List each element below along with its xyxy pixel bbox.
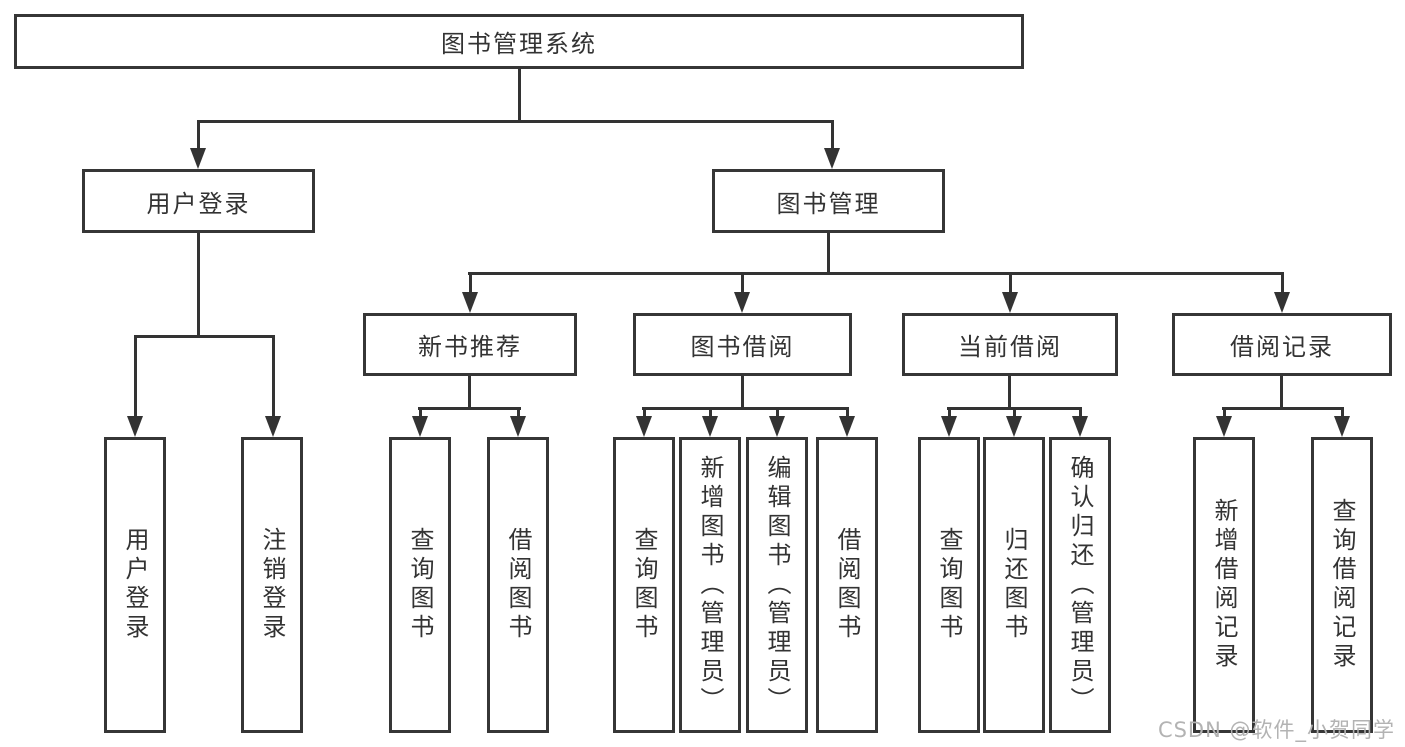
leaf-borrow-books-recommend: 借阅图书 (487, 437, 549, 733)
connector-book-borrowing-stem (741, 376, 744, 410)
leaf-add-borrow-record: 新增借阅记录 (1193, 437, 1255, 733)
arrow-down-icon (734, 272, 751, 313)
leaf-user-login-label: 用户登录 (121, 527, 149, 643)
leaf-borrow-books-borrowing: 借阅图书 (816, 437, 878, 733)
leaf-add-book-admin: 新增图书（管理员） (679, 437, 741, 733)
arrow-down-icon (127, 335, 144, 437)
node-root: 图书管理系统 (14, 14, 1024, 69)
leaf-borrow-books-borrowing-label: 借阅图书 (833, 527, 861, 643)
leaf-return-book: 归还图书 (983, 437, 1045, 733)
node-user-login: 用户登录 (82, 169, 315, 233)
leaf-query-borrow-record-label: 查询借阅记录 (1328, 498, 1356, 672)
node-borrowing-records: 借阅记录 (1172, 313, 1392, 376)
leaf-add-book-admin-label: 新增图书（管理员） (696, 454, 724, 716)
leaf-add-borrow-record-label: 新增借阅记录 (1210, 498, 1238, 672)
arrow-down-icon (190, 120, 207, 169)
connector-borrowing-records-rail (1222, 407, 1344, 410)
csdn-watermark: CSDN @软件_小贺同学 (1157, 718, 1395, 742)
connector-root-stem (518, 69, 521, 123)
leaf-query-borrow-record: 查询借阅记录 (1311, 437, 1373, 733)
node-book-management-label: 图书管理 (776, 189, 881, 218)
connector-new-book-rail (418, 407, 521, 410)
arrow-down-icon (769, 407, 786, 437)
arrow-down-icon (839, 407, 856, 437)
connector-user-login-rail (134, 335, 275, 338)
arrow-down-icon (1274, 272, 1291, 313)
leaf-edit-book-admin: 编辑图书（管理员） (746, 437, 808, 733)
connector-level3-rail (468, 272, 1284, 275)
connector-level1-rail (197, 120, 834, 123)
leaf-query-books-recommend: 查询图书 (389, 437, 451, 733)
leaf-query-books-borrowing-label: 查询图书 (630, 527, 658, 643)
leaf-edit-book-admin-label: 编辑图书（管理员） (763, 454, 791, 716)
leaf-user-login: 用户登录 (104, 437, 166, 733)
connector-user-login-stem (197, 233, 200, 338)
leaf-borrow-books-recommend-label: 借阅图书 (504, 527, 532, 643)
connector-new-book-stem (468, 376, 471, 410)
leaf-query-books-current: 查询图书 (918, 437, 980, 733)
node-current-borrowing: 当前借阅 (902, 313, 1118, 376)
arrow-down-icon (702, 407, 719, 437)
leaf-logout: 注销登录 (241, 437, 303, 733)
arrow-down-icon (1072, 407, 1089, 437)
leaf-query-books-current-label: 查询图书 (935, 527, 963, 643)
leaf-confirm-return-admin-label: 确认归还（管理员） (1066, 454, 1094, 716)
arrow-down-icon (636, 407, 653, 437)
node-book-management: 图书管理 (712, 169, 945, 233)
arrow-down-icon (824, 120, 841, 169)
connector-book-borrowing-rail (642, 407, 849, 410)
node-user-login-label: 用户登录 (146, 189, 251, 218)
arrow-down-icon (941, 407, 958, 437)
leaf-return-book-label: 归还图书 (1000, 527, 1028, 643)
node-borrowing-records-label: 借阅记录 (1230, 333, 1334, 361)
node-book-borrowing: 图书借阅 (633, 313, 852, 376)
arrow-down-icon (265, 335, 282, 437)
leaf-logout-label: 注销登录 (258, 527, 286, 643)
arrow-down-icon (510, 407, 527, 437)
node-new-book-recommend-label: 新书推荐 (418, 333, 522, 361)
node-current-borrowing-label: 当前借阅 (958, 333, 1062, 361)
connector-borrowing-records-stem (1280, 376, 1283, 410)
arrow-down-icon (1334, 407, 1351, 437)
arrow-down-icon (1002, 272, 1019, 313)
arrow-down-icon (1216, 407, 1233, 437)
node-root-label: 图书管理系统 (441, 30, 597, 58)
leaf-query-books-borrowing: 查询图书 (613, 437, 675, 733)
arrow-down-icon (412, 407, 429, 437)
connector-current-borrowing-stem (1008, 376, 1011, 410)
arrow-down-icon (1006, 407, 1023, 437)
arrow-down-icon (462, 272, 479, 313)
leaf-confirm-return-admin: 确认归还（管理员） (1049, 437, 1111, 733)
connector-book-management-stem (827, 233, 830, 275)
node-book-borrowing-label: 图书借阅 (690, 333, 795, 361)
leaf-query-books-recommend-label: 查询图书 (406, 527, 434, 643)
node-new-book-recommend: 新书推荐 (363, 313, 577, 376)
